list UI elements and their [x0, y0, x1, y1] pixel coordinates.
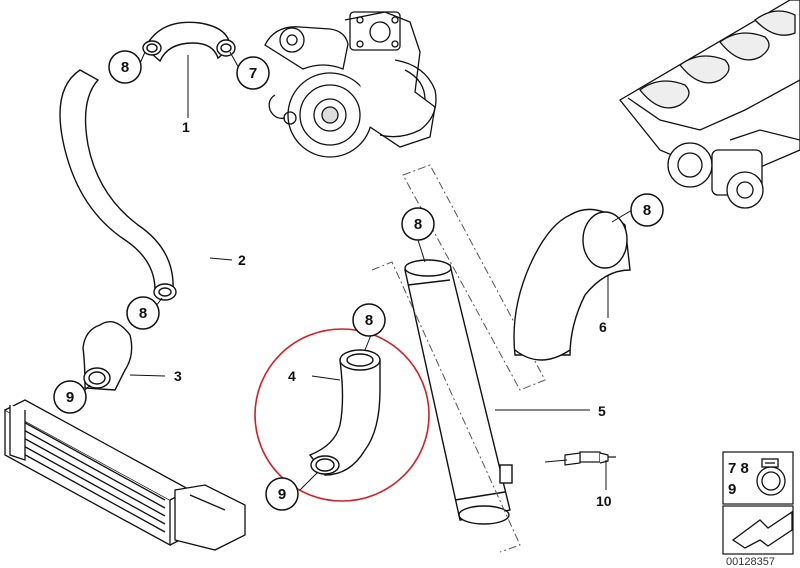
turbocharger — [264, 11, 437, 158]
legend-row-2: 9 — [728, 481, 736, 498]
callout-label: 7 — [249, 65, 257, 82]
intake-manifold — [619, 0, 800, 209]
part-label-6: 6 — [599, 319, 607, 335]
arrow-box — [722, 505, 794, 555]
callout-9-bottom: 9 — [265, 477, 299, 511]
part-label-4: 4 — [288, 368, 296, 384]
legend-row-1: 7 8 — [728, 460, 749, 477]
callout-8-right: 8 — [630, 193, 664, 227]
callout-8-left: 8 — [126, 296, 160, 330]
hose-3 — [82, 321, 133, 391]
sensor-10 — [564, 451, 616, 466]
callout-label: 8 — [139, 305, 147, 322]
part-label-2: 2 — [238, 252, 246, 268]
hose-1 — [142, 21, 236, 63]
reference-lines — [371, 164, 546, 553]
legend-box: 7 8 9 — [722, 451, 794, 505]
hose-2 — [59, 69, 177, 301]
callout-8-hose4: 8 — [352, 303, 386, 337]
hose-6 — [513, 208, 631, 361]
callout-8-pipe: 8 — [401, 207, 435, 241]
intercooler — [4, 399, 246, 551]
callout-9-left: 9 — [53, 380, 87, 414]
callout-label: 9 — [278, 486, 286, 503]
pipe-5 — [404, 259, 513, 525]
part-label-10: 10 — [596, 493, 612, 509]
callout-label: 8 — [414, 216, 422, 233]
leader-lines — [82, 51, 633, 491]
highlight-circle — [254, 328, 430, 502]
part-label-5: 5 — [598, 403, 606, 419]
callout-8-top: 8 — [108, 50, 142, 84]
part-label-3: 3 — [174, 368, 182, 384]
callout-label: 8 — [121, 59, 129, 76]
arrow-icon — [731, 510, 793, 549]
hose-clamp-icon — [756, 458, 786, 496]
callout-7: 7 — [236, 56, 270, 90]
document-number: 00128357 — [726, 556, 775, 568]
callout-label: 8 — [643, 202, 651, 219]
callout-label: 9 — [66, 389, 74, 406]
hose-4 — [308, 349, 381, 476]
part-label-1: 1 — [182, 119, 190, 135]
callout-label: 8 — [365, 312, 373, 329]
